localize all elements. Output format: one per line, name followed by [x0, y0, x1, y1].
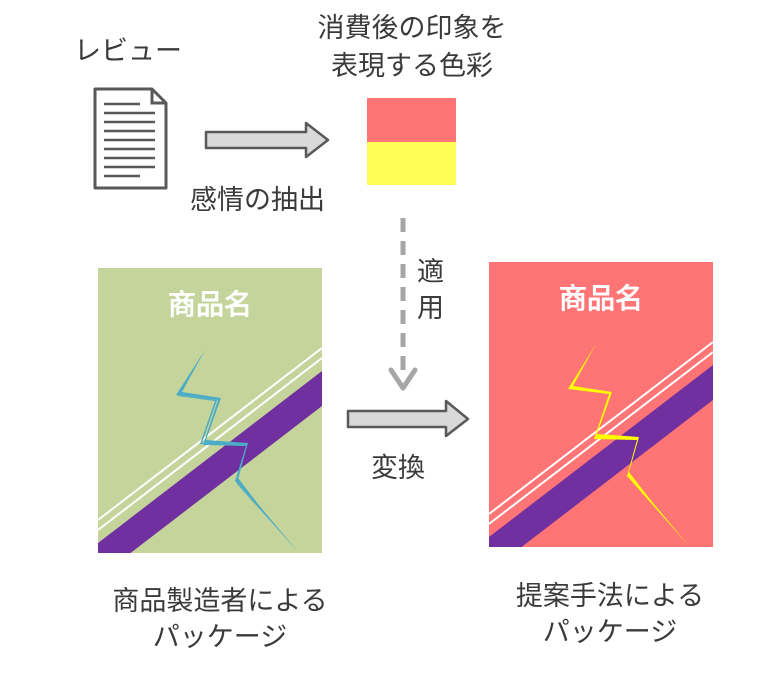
convert-label: 変換 — [371, 453, 425, 484]
emotion-color-swatch-2 — [367, 142, 456, 185]
original-package: 商品名 — [98, 268, 322, 553]
emotion-extraction-label: 感情の抽出 — [190, 185, 325, 216]
proposed-package: 商品名 — [489, 262, 713, 547]
proposed-package-caption-line2: パッケージ — [542, 617, 678, 648]
package-stripe — [489, 365, 713, 547]
arrow-right-icon — [204, 121, 330, 159]
emotion-color-swatch-1 — [367, 98, 456, 142]
original-package-caption-line2: パッケージ — [152, 622, 288, 653]
dashed-arrow-down-icon — [388, 218, 418, 391]
proposed-package-caption-line1: 提案手法による — [515, 581, 705, 612]
arrow-right-icon — [346, 399, 470, 438]
apply-label-line1: 適 — [417, 257, 444, 288]
original-package-caption-line1: 商品製造者による — [112, 586, 328, 617]
document-icon — [93, 87, 168, 190]
package-title: 商品名 — [167, 288, 252, 321]
package-title: 商品名 — [558, 282, 643, 315]
color-label-line2: 表現する色彩 — [331, 51, 493, 82]
review-label: レビュー — [74, 36, 182, 67]
color-label-line1: 消費後の印象を — [317, 13, 507, 44]
package-stripe — [98, 371, 322, 553]
apply-label-line2: 用 — [417, 293, 444, 324]
